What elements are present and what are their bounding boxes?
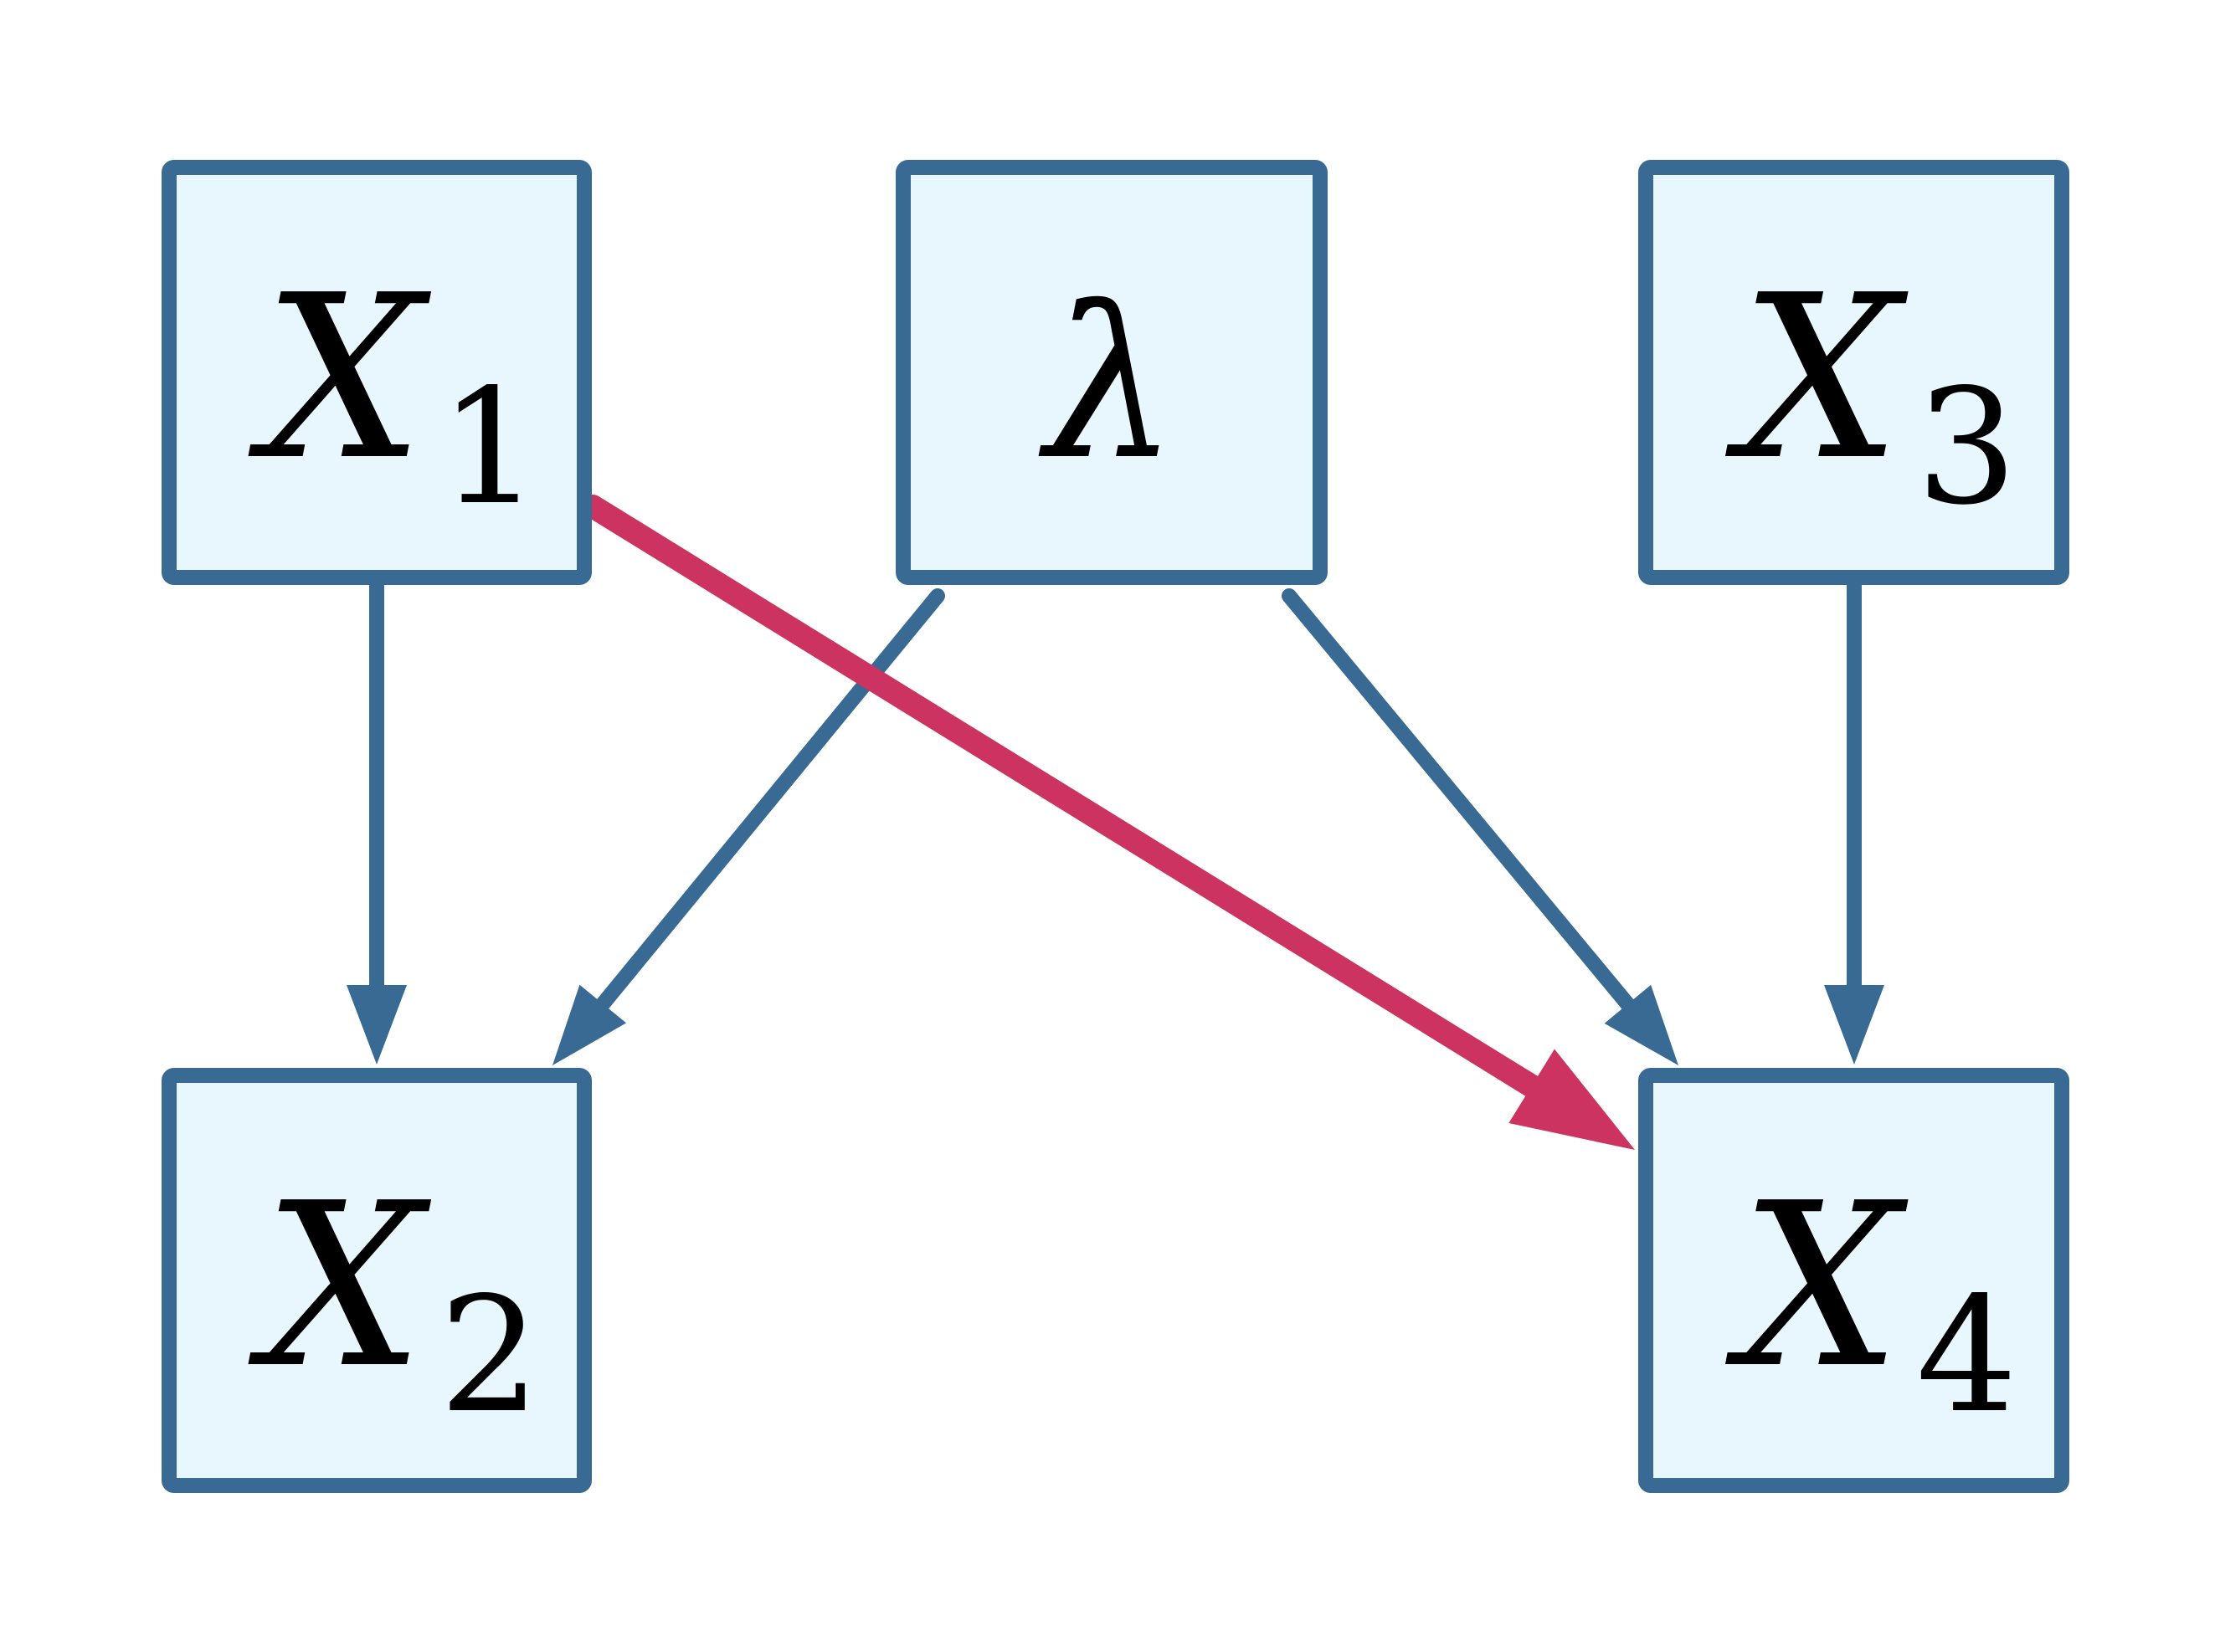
node-symbol: X — [1722, 1154, 1909, 1418]
edges-layer — [347, 495, 1884, 1150]
arrowhead-icon — [1604, 984, 1678, 1065]
edge-x1-to-x2 — [347, 578, 407, 1065]
node-symbol: λ — [1038, 262, 1178, 505]
edge-x1-to-x4 — [581, 495, 1635, 1150]
edge-line — [1282, 588, 1639, 1016]
node-subscript: 4 — [1916, 1263, 2017, 1448]
edge-x3-to-x4 — [1824, 578, 1884, 1065]
edge-line — [592, 588, 945, 1016]
node-subscript: 3 — [1916, 355, 2017, 540]
edge-lambda-to-x4 — [1282, 588, 1678, 1065]
node-box — [162, 160, 592, 585]
node-symbol: X — [245, 246, 433, 510]
node-subscript: 1 — [439, 355, 541, 540]
arrowhead-icon — [552, 984, 627, 1065]
edge-lambda-to-x2 — [552, 588, 945, 1065]
node-symbol: X — [1722, 246, 1909, 510]
arrowhead-icon — [1508, 1049, 1635, 1150]
node-box — [1638, 160, 2069, 585]
node-box — [162, 1068, 592, 1493]
edge-line — [581, 495, 1548, 1100]
arrowhead-icon — [1824, 985, 1884, 1065]
node-symbol: X — [245, 1154, 433, 1418]
node-box — [1638, 1068, 2069, 1493]
node-subscript: 2 — [439, 1263, 541, 1448]
node-box — [896, 160, 1328, 585]
node-lambda: λ — [896, 160, 1328, 585]
arrowhead-icon — [347, 985, 407, 1065]
